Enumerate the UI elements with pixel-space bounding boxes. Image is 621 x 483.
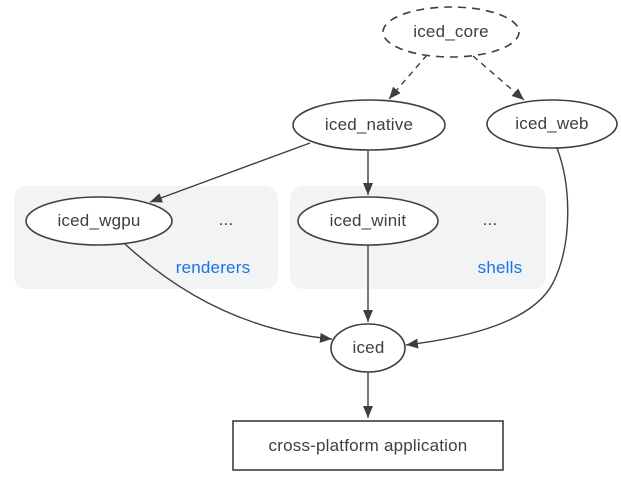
- shells-ellipsis: ...: [482, 210, 498, 229]
- node-iced-native-shape: [292, 99, 446, 151]
- node-iced-web-label: iced_web: [515, 114, 589, 133]
- node-iced-winit-label: iced_winit: [329, 211, 407, 230]
- node-iced-label: iced: [352, 338, 385, 357]
- edge-iced-web-to-iced: [405, 147, 569, 349]
- node-app-label: cross-platform application: [268, 435, 468, 455]
- edge-iced-core-to-iced-native: [388, 54, 428, 100]
- node-iced-web-shape: [486, 99, 618, 149]
- node-iced-winit-shape: [297, 196, 439, 246]
- node-iced-core-label: iced_core: [413, 22, 489, 41]
- shells-group-label: shells: [477, 258, 523, 277]
- edge-iced-native-to-iced-wgpu: [149, 142, 311, 203]
- node-iced-shape: [330, 323, 406, 373]
- node-iced-core-shape: [382, 6, 520, 58]
- renderers-ellipsis: ...: [218, 210, 234, 229]
- node-iced-wgpu-shape: [25, 196, 173, 246]
- edge-iced-core-to-iced-web: [472, 55, 525, 101]
- renderers-group-label: renderers: [175, 258, 251, 277]
- node-iced-wgpu-label: iced_wgpu: [57, 211, 141, 230]
- node-iced-native-label: iced_native: [324, 115, 414, 134]
- node-app-shape: [232, 420, 504, 471]
- edge-iced-wgpu-to-iced: [123, 242, 333, 343]
